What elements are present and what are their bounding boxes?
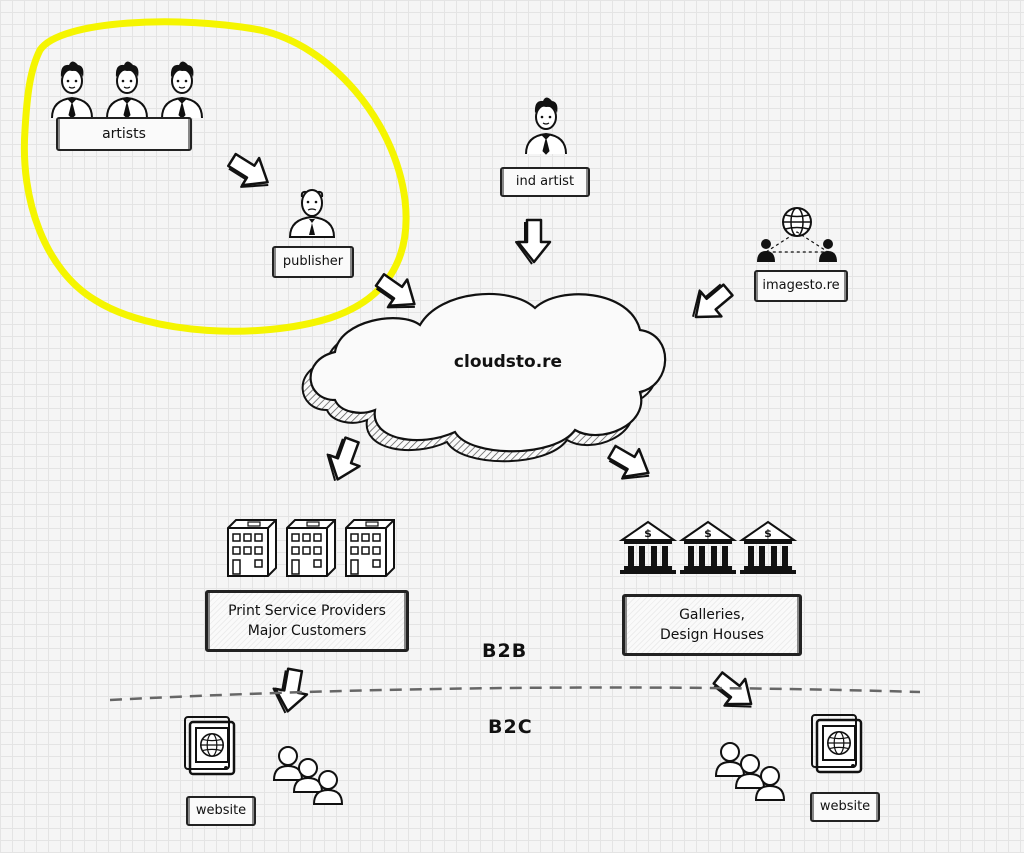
network-people-icon (757, 231, 837, 262)
galleries-line-2: Design Houses (660, 627, 764, 643)
user-group-icon (273, 746, 343, 805)
b2b-b2c-divider (109, 686, 921, 702)
b2b-label: B2B (482, 640, 528, 662)
cloud-icon (301, 292, 667, 463)
arrow-icon (514, 218, 552, 266)
ind-artist-label: ind artist (500, 167, 590, 197)
publisher-icon (289, 189, 335, 238)
b2c-label: B2C (488, 716, 533, 738)
user-group-icon (715, 742, 785, 801)
arrow-icon (681, 274, 740, 332)
print-line-2: Major Customers (247, 623, 367, 639)
website-label-left: website (186, 796, 256, 826)
person-icon (525, 96, 567, 155)
bank-icon (679, 521, 737, 575)
person-icon (161, 60, 203, 119)
building-icon (286, 519, 336, 577)
print-line-1: Print Service Providers (228, 603, 386, 619)
artists-label: artists (56, 117, 192, 151)
person-icon (51, 60, 93, 119)
website-device-icon (812, 715, 861, 772)
print-service-providers-label: Print Service Providers Major Customers (205, 590, 409, 652)
bank-icon (619, 521, 677, 575)
galleries-label: Galleries, Design Houses (622, 594, 802, 656)
imagestore-label: imagesto.re (754, 270, 848, 302)
building-icon (227, 519, 277, 577)
building-icon (345, 519, 395, 577)
publisher-label: publisher (272, 246, 354, 278)
galleries-line-1: Galleries, (679, 607, 745, 623)
arrow-icon (318, 432, 369, 489)
cloud-label: cloudsto.re (453, 352, 563, 372)
website-label-right: website (810, 792, 880, 822)
arrow-icon (221, 145, 280, 200)
bank-icon (739, 521, 797, 575)
highlight-loop (20, 18, 410, 335)
arrow-icon (601, 436, 660, 491)
person-icon (106, 60, 148, 119)
website-device-icon (185, 717, 234, 774)
arrow-icon (705, 664, 764, 721)
